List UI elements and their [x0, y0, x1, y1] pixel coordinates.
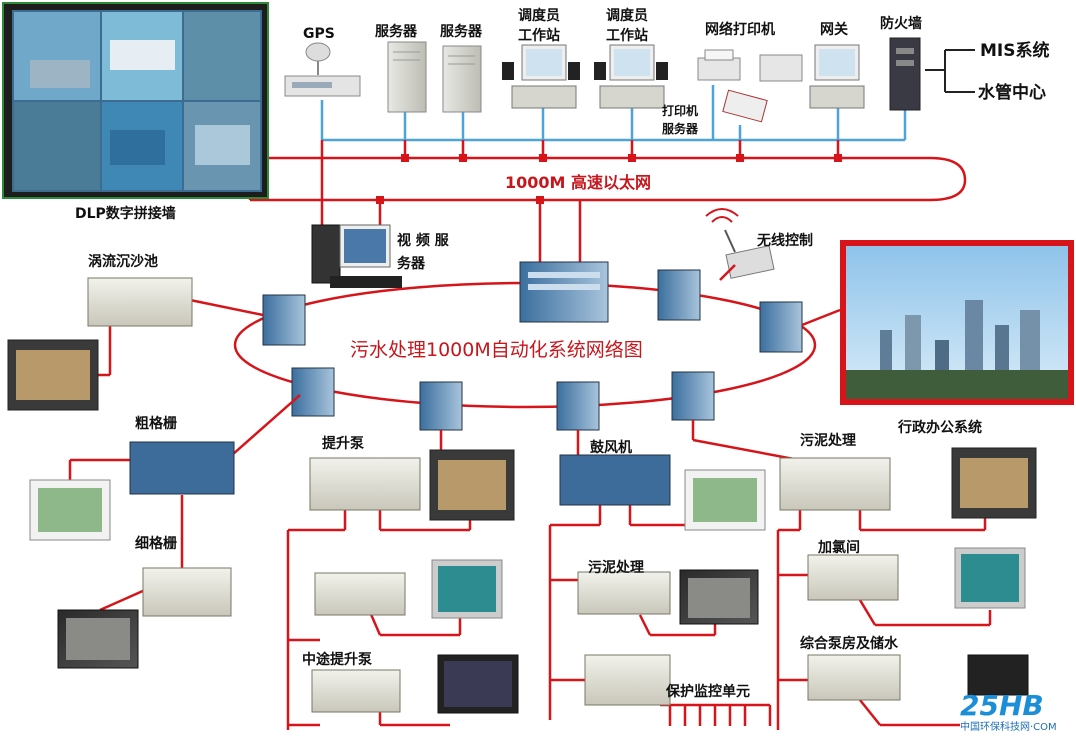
hmi-panel-icon — [684, 469, 766, 531]
workstation-icon — [502, 44, 580, 109]
print-server-label-l2: 服务器 — [662, 121, 699, 136]
plc-icon — [577, 571, 671, 615]
hmi-panel-icon — [954, 547, 1026, 609]
sludge2-label: 污泥处理 — [588, 559, 644, 576]
network-printer-label: 网络打印机 — [705, 21, 775, 38]
plc-icon — [311, 669, 401, 713]
ring-switch-icon — [262, 294, 306, 346]
hmi-panel-icon — [951, 447, 1037, 519]
watermark-logo: 25HB — [960, 689, 1044, 722]
dlp-wall — [2, 2, 269, 199]
admin-office-label: 行政办公系统 — [897, 419, 982, 436]
print-server-icon — [722, 89, 768, 123]
server-icon — [387, 41, 427, 113]
backbone-label: 1000M 高速以太网 — [505, 173, 651, 192]
hmi-panel-icon — [967, 654, 1029, 696]
plc-icon — [309, 457, 421, 511]
wireless-icon — [705, 208, 775, 279]
office-bus — [320, 85, 907, 142]
hmi-panel-icon — [7, 339, 99, 411]
hmi-panel-icon — [29, 479, 111, 541]
ring-switch-icon — [671, 371, 715, 421]
plc-icon — [559, 454, 671, 506]
watermark-text: 中国环保科技网·COM — [960, 720, 1057, 733]
server2-label: 服务器 — [440, 23, 483, 40]
server-icon — [442, 45, 482, 113]
backbone-nodes — [376, 154, 842, 204]
gateway-label: 网关 — [820, 21, 848, 38]
dispatcher1-label-l1: 调度员 — [518, 7, 560, 24]
server1-label: 服务器 — [375, 23, 418, 40]
video-server-label-l2: 务器 — [397, 255, 426, 272]
firewall-bracket — [925, 49, 975, 93]
firewall-label: 防火墙 — [880, 15, 922, 32]
dispatcher2-label-l2: 工作站 — [606, 27, 648, 44]
water-center-label: 水管中心 — [978, 82, 1046, 103]
firewall-icon — [889, 37, 921, 111]
wireless-control-label: 无线控制 — [756, 232, 813, 249]
admin-office-panel — [840, 240, 1074, 405]
sludge1-label: 污泥处理 — [800, 432, 856, 449]
gateway-icon — [809, 44, 865, 109]
plc-icon — [807, 554, 899, 601]
mis-label: MIS系统 — [980, 40, 1050, 61]
hmi-panel-icon — [437, 654, 519, 714]
blower-label: 鼓风机 — [590, 439, 632, 456]
print-server-label-l1: 打印机 — [662, 103, 698, 118]
workstation-icon — [594, 44, 668, 109]
grit-chamber-label: 涡流沉沙池 — [88, 253, 158, 270]
dlp-wall-label: DLP数字拼接墙 — [75, 205, 176, 222]
plc-icon — [779, 457, 891, 511]
pump-storage-label: 综合泵房及储水 — [800, 635, 899, 652]
plc-icon — [314, 572, 406, 616]
gps-icon — [284, 42, 361, 97]
plc-icon — [807, 654, 901, 701]
video-server-label-l1: 视 频 服 — [397, 232, 450, 249]
printer-icon — [697, 49, 803, 82]
dispatcher1-label-l2: 工作站 — [518, 27, 560, 44]
ring-switch-icon — [419, 381, 463, 431]
plc-icon — [129, 441, 235, 495]
ring-switch-icon — [291, 367, 335, 417]
ring-switch-icon — [657, 269, 701, 321]
ring-switch-icon — [759, 301, 803, 353]
ring-switch-icon — [556, 381, 600, 431]
mid-lift-pump-label: 中途提升泵 — [302, 651, 372, 668]
fine-screen-label: 细格栅 — [135, 535, 177, 552]
chlorine-room-label: 加氯间 — [817, 539, 860, 556]
diagram-title: 污水处理1000M自动化系统网络图 — [350, 339, 643, 361]
protection-unit-label: 保护监控单元 — [665, 683, 750, 700]
plc-icon — [87, 277, 193, 327]
dispatcher2-label-l1: 调度员 — [606, 7, 648, 24]
video-server-icon — [311, 224, 402, 288]
hmi-panel-icon — [679, 569, 759, 625]
lift-pump-label: 提升泵 — [322, 435, 364, 452]
hmi-panel-icon — [429, 449, 515, 521]
gps-label: GPS — [303, 26, 335, 42]
hmi-panel-icon — [431, 559, 503, 619]
plc-icon — [142, 567, 232, 617]
plc-icon — [584, 654, 671, 706]
coarse-screen-label: 粗格栅 — [135, 415, 177, 432]
core-switch-icon — [519, 261, 609, 323]
hmi-panel-icon — [57, 609, 139, 669]
field-links — [60, 264, 992, 730]
